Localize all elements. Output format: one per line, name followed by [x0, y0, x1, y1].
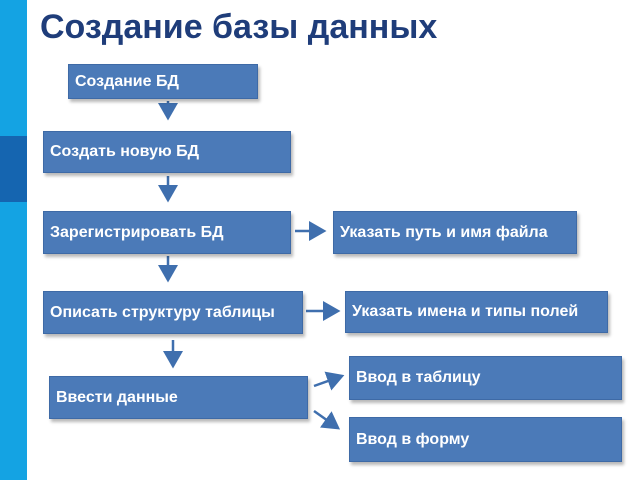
side-bar-light-bottom [0, 202, 27, 480]
arrow-enter-to-form [313, 409, 341, 430]
arrow-enter-to-table [313, 371, 345, 391]
box-enter-data: Ввести данные [49, 376, 308, 419]
box-input-to-form: Ввод в форму [349, 417, 622, 462]
side-bar-light-top [0, 0, 27, 136]
box-path-and-filename: Указать путь и имя файла [333, 211, 577, 254]
page-title: Создание базы данных [40, 8, 438, 46]
side-bar-dark-segment [0, 136, 27, 202]
box-create-new-db: Создать новую БД [43, 131, 291, 173]
box-input-to-table: Ввод в таблицу [349, 356, 622, 400]
box-register-db: Зарегистрировать БД [43, 211, 291, 254]
box-create-db: Создание БД [68, 64, 258, 99]
box-field-names-types: Указать имена и типы полей [345, 291, 608, 333]
box-describe-structure: Описать структуру таблицы [43, 291, 303, 334]
